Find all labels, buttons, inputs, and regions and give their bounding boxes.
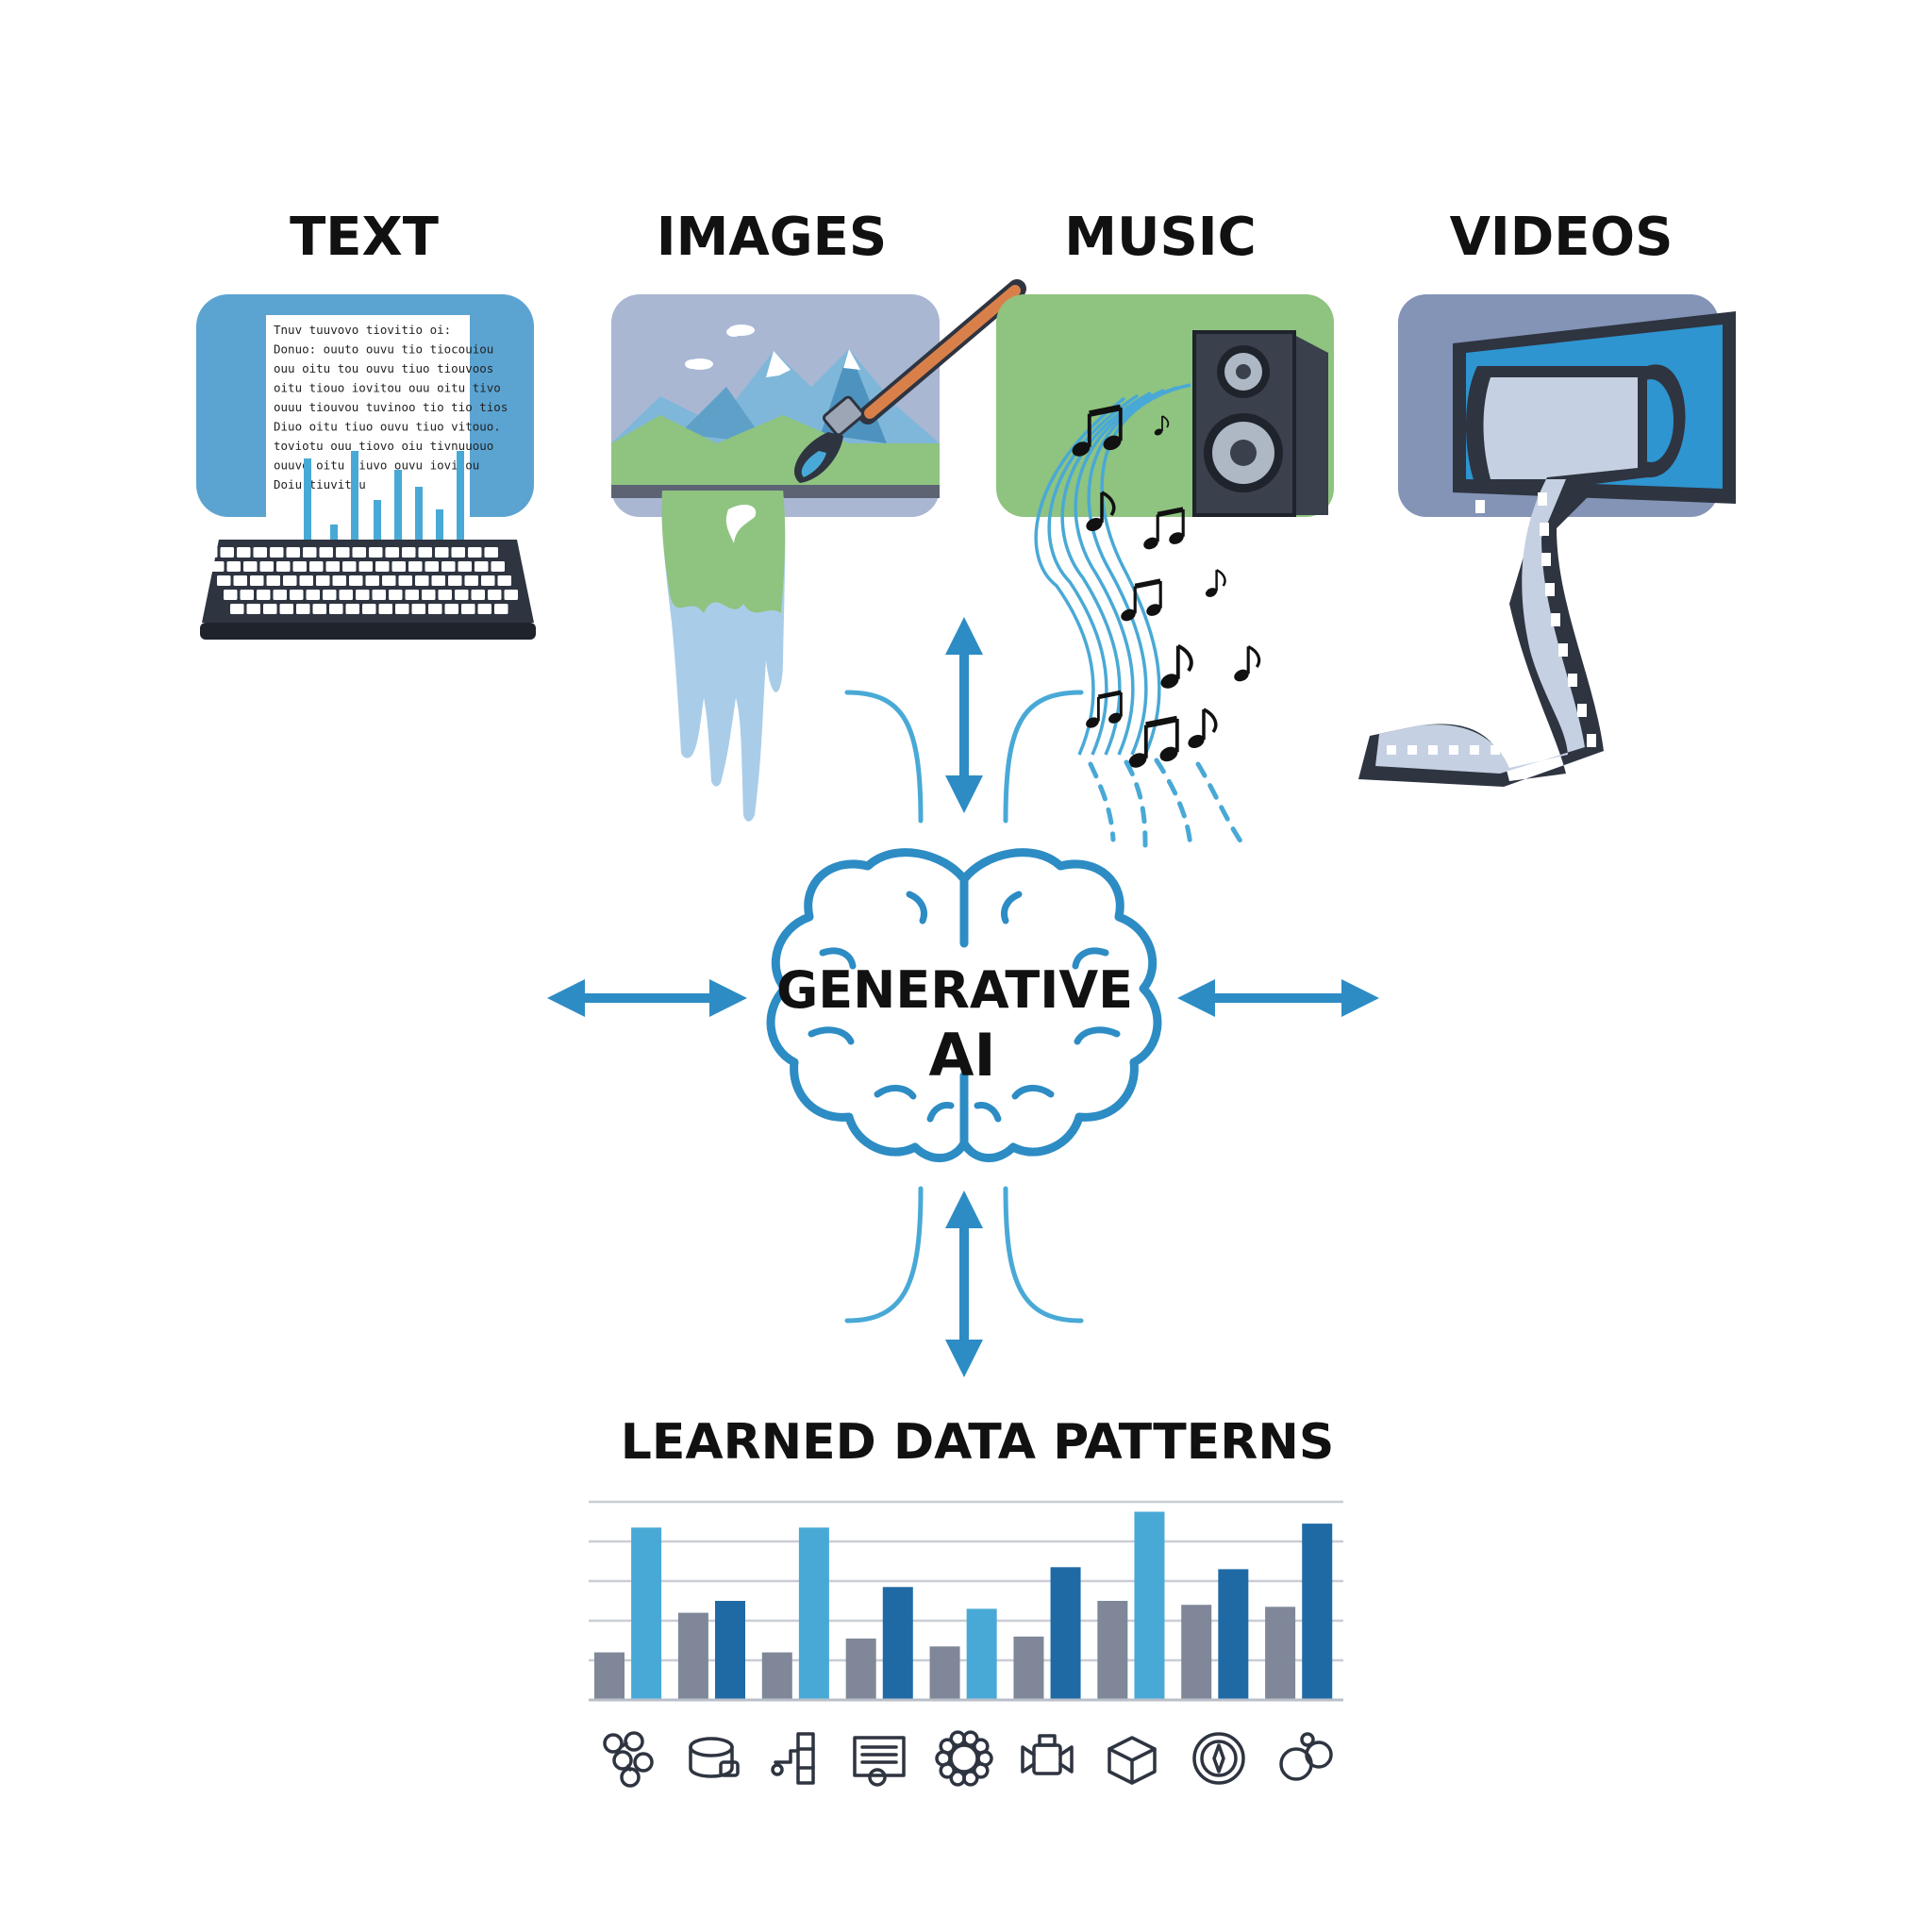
double-note-icon: [1128, 715, 1179, 768]
label-videos: VIDEOS: [1450, 207, 1674, 268]
videos-panel: [1358, 294, 1736, 787]
label-text: TEXT: [290, 207, 439, 268]
compass-icon: [1192, 1732, 1245, 1785]
chart-bar: [677, 1612, 708, 1700]
storage-icon: [689, 1737, 740, 1778]
document-line: Doiu tiuvitou: [274, 477, 366, 491]
patterns-chart: [589, 1500, 1343, 1702]
connector-lines: [844, 690, 1246, 1324]
cloud-icon: [685, 325, 755, 370]
chart-bar: [845, 1638, 876, 1700]
chart-bars: [594, 1511, 1333, 1700]
brain-label-line2: AI: [928, 1021, 995, 1090]
document-line: ouu oitu tou ouvu tiuo tiouvoos: [274, 361, 493, 375]
chart-bar: [1181, 1605, 1212, 1700]
paint-drip: [661, 491, 786, 822]
paintbrush-icon: [793, 279, 1026, 483]
chart-bar: [882, 1587, 913, 1700]
chart-bar: [929, 1646, 960, 1700]
chart-bar: [1013, 1636, 1044, 1700]
double-note-icon: [1121, 578, 1162, 622]
brain-label-line1: GENERATIVE: [776, 960, 1133, 1020]
pipeline-icon: [771, 1732, 815, 1785]
document-line: ouuu tiouvou tuvinoo tio tio tios: [274, 400, 508, 414]
chart-bar: [715, 1601, 745, 1700]
music-panel: [996, 294, 1334, 768]
brain-icon: [766, 848, 1162, 1162]
double-note-icon: [1072, 404, 1123, 457]
patterns-title: LEARNED DATA PATTERNS: [621, 1414, 1335, 1471]
music-note-icon: [1086, 491, 1116, 532]
text-document: [266, 315, 470, 525]
document-text-lines: Tnuv tuuvovo tiovitio oi: Donuo: ouuto ou…: [274, 323, 508, 491]
chart-bar: [1097, 1601, 1128, 1700]
double-arrows: [547, 617, 1379, 1377]
music-notes-icon: [1072, 404, 1261, 768]
double-note-icon: [1143, 507, 1185, 550]
double-note-icon: [1086, 690, 1123, 728]
document-line: oitu tiouo iovitou ouu oitu tivo: [274, 381, 501, 395]
document-line: Diuo oitu tiuo ouvu tiuo vitouo.: [274, 420, 501, 434]
music-note-icon: [1188, 708, 1218, 749]
music-note-icon: [1154, 415, 1170, 436]
network-icon: [603, 1731, 654, 1788]
chart-bar: [1050, 1567, 1081, 1700]
pattern-icons-row: [603, 1730, 1333, 1788]
chart-bar: [594, 1652, 625, 1700]
document-icon: [853, 1736, 906, 1787]
sound-waves: [1034, 383, 1191, 756]
music-note-icon: [1205, 569, 1226, 597]
chart-bar: [761, 1652, 792, 1700]
document-line: ouuvo oitu tiuvo ouvu iovitou: [274, 458, 479, 473]
chart-bar: [1302, 1524, 1333, 1700]
document-line: toviotu ouu tiovo oiu tivnuuouo: [274, 439, 493, 453]
document-line: Donuo: ouuto ouvu tio tiocouiou: [274, 342, 493, 357]
document-line: Tnuv tuuvovo tiovitio oi:: [274, 323, 451, 337]
film-strip-icon: [1358, 364, 1686, 787]
chart-bar: [1265, 1607, 1296, 1700]
bubbles-icon: [1279, 1732, 1333, 1781]
camera-icon: [1021, 1734, 1074, 1775]
label-images: IMAGES: [657, 207, 887, 268]
music-note-icon: [1160, 643, 1193, 689]
chart-bar: [1134, 1511, 1165, 1700]
chart-bar: [798, 1527, 829, 1700]
text-panel: Tnuv tuuvovo tiovitio oi: Donuo: ouuto ou…: [196, 294, 536, 640]
music-note-icon: [1234, 644, 1261, 682]
images-panel: [611, 279, 1026, 822]
box-icon: [1108, 1736, 1157, 1785]
speaker-icon: [1192, 330, 1328, 517]
keyboard-icon: [200, 540, 536, 640]
label-music: MUSIC: [1064, 207, 1256, 268]
chart-bar: [1218, 1569, 1249, 1700]
chart-bar: [631, 1527, 662, 1700]
gear-icon: [935, 1730, 993, 1787]
chart-bar: [966, 1608, 997, 1700]
